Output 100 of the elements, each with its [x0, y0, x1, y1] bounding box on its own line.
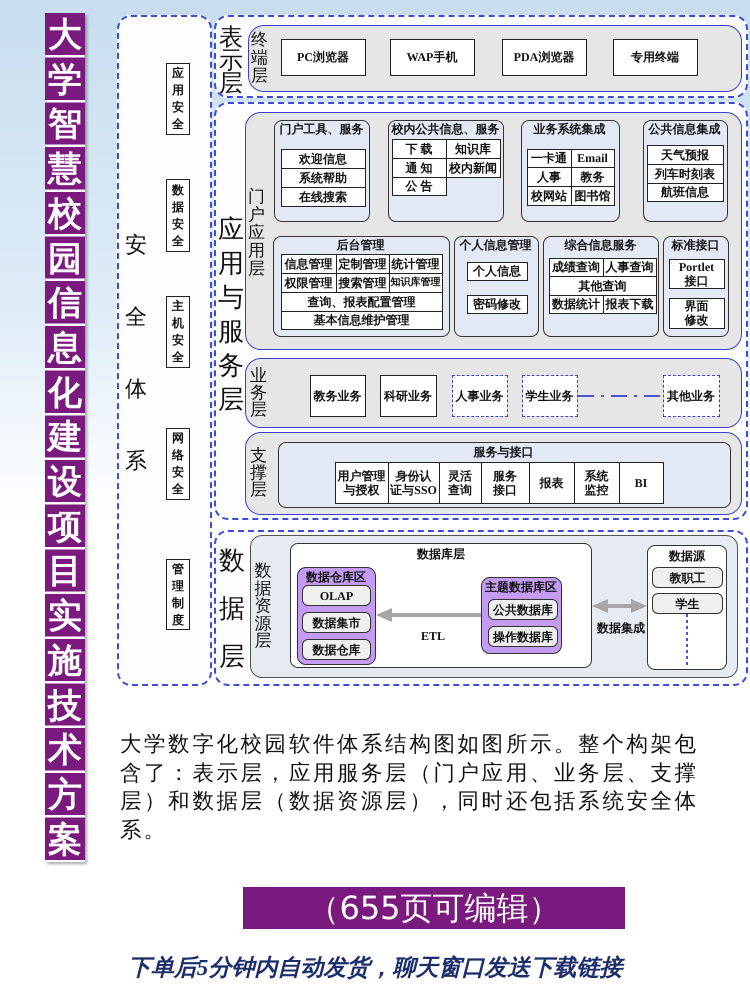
dashed-frame: [214, 15, 748, 98]
module-box: 科研业务: [380, 374, 436, 416]
panel-heading: 数据库层: [417, 547, 465, 561]
group-panel: [454, 236, 538, 336]
group-panel: [278, 442, 730, 508]
rounded-box: 数据集市: [302, 612, 371, 633]
group-panel: [290, 543, 592, 668]
panel-heading: 主题数据库区: [485, 580, 557, 594]
zone-panel: [297, 567, 376, 665]
rounded-box: 操作数据库: [488, 626, 558, 647]
module-box: 校网站: [526, 186, 572, 206]
dashed-frame: [214, 102, 748, 520]
rounded-box: OLAP: [302, 585, 371, 606]
module-box: 灵活查询: [438, 462, 482, 504]
title-banner: 大学智慧校园信息化建设项目实施技术方案: [45, 13, 85, 862]
module-box: 基本信息维护管理: [280, 310, 442, 330]
module-box: 报表下载: [602, 294, 656, 314]
group-panel: [642, 120, 728, 222]
panel-heading: 后台管理: [336, 238, 384, 252]
module-box: 通 知: [392, 158, 446, 178]
group-panel: [520, 120, 620, 222]
layer-heading: 业务层: [250, 366, 268, 418]
layer-heading: 终端层: [250, 30, 268, 84]
panel-heading: 标准接口: [672, 238, 720, 252]
module-box: 校内新闻: [446, 158, 500, 178]
group-panel: [274, 120, 370, 222]
module-box: 一卡通: [526, 148, 572, 168]
module-box: 其他业务: [662, 374, 720, 416]
module-box: 身份认证与SSO: [388, 462, 440, 504]
module-box: 个人信息: [466, 262, 528, 280]
module-box: 学生业务: [522, 374, 578, 416]
panel-heading: 校内公共信息、服务: [392, 122, 500, 136]
module-box: 知识库: [446, 138, 500, 158]
module-box: 应用安全: [166, 63, 190, 135]
module-box: 系统帮助: [280, 168, 366, 188]
dashed-line: [686, 614, 688, 668]
panel-heading: 个人信息管理: [460, 238, 532, 252]
module-box: Portlet接口: [668, 258, 724, 288]
dashed-frame: [214, 530, 748, 686]
layer-panel: [250, 535, 738, 678]
module-box: 专用终端: [612, 38, 698, 76]
module-box: 主机安全: [166, 296, 190, 368]
edge-label: 数据集成: [597, 621, 645, 635]
panel-heading: 服务与接口: [474, 444, 534, 458]
group-panel: [388, 120, 504, 222]
layer-heading: 数据层: [219, 545, 245, 673]
module-box: 天气预报: [646, 144, 724, 164]
layer-heading: 数据资源层: [254, 562, 272, 650]
panel-heading: 数据源: [669, 549, 705, 563]
dashed-line: [578, 395, 663, 397]
layer-heading: 应用与服务层: [218, 214, 244, 416]
module-box: BI: [618, 462, 664, 504]
rounded-box: 学生: [652, 593, 723, 614]
module-box: 下 载: [392, 138, 446, 158]
module-box: 用户管理与授权: [334, 462, 388, 504]
promo-banner: （655页可编辑）: [243, 887, 625, 929]
group-panel: [647, 545, 727, 670]
panel-heading: 数据仓库区: [306, 570, 366, 584]
group-panel: [662, 236, 728, 336]
module-box: 服务接口: [480, 462, 530, 504]
caption-text: 大学数字化校园软件体系结构图如图所示。整个构架包含了：表示层，应用服务层（门户应用、业务层、支撑层）和数据层（数据资源层），同时还包括系统安全体系。: [120, 731, 698, 844]
module-box: Email: [570, 148, 614, 168]
module-box: WAP手机: [390, 38, 474, 76]
module-box: 教务: [570, 166, 614, 186]
layer-panel: [248, 25, 742, 92]
panel-heading: 公共信息集成: [648, 122, 720, 136]
arrow: [376, 608, 481, 622]
module-box: 人事: [526, 166, 572, 186]
module-box: 统计管理: [388, 254, 442, 274]
module-box: 人事查询: [602, 258, 656, 276]
edge-label: ETL: [421, 629, 446, 643]
group-panel: [272, 236, 450, 336]
module-box: PDA浏览器: [502, 38, 586, 76]
module-box: 在线搜索: [280, 186, 366, 206]
layer-heading: 门户应用层: [248, 188, 266, 278]
module-box: 管理制度: [166, 559, 190, 630]
double-arrow: [592, 599, 647, 613]
layer-panel: [245, 112, 742, 350]
module-box: 网络安全: [166, 428, 190, 500]
layer-panel: [245, 432, 742, 515]
zone-panel: [481, 577, 562, 654]
rounded-box: 教职工: [652, 567, 723, 588]
module-box: 成绩查询: [548, 258, 604, 276]
module-box: 人事业务: [452, 374, 508, 416]
layer-heading: 表示层: [218, 27, 244, 96]
module-box: 搜索管理: [336, 272, 390, 292]
module-box: 系统监控: [574, 462, 620, 504]
module-box: PC浏览器: [280, 38, 366, 76]
module-box: 信息管理: [280, 254, 336, 274]
group-panel: [542, 236, 658, 336]
panel-heading: 门户工具、服务: [280, 122, 364, 136]
module-box: 公 告: [392, 176, 446, 196]
module-box: 数据统计: [548, 294, 604, 314]
module-box: 报表: [528, 462, 574, 504]
module-box: 界面修改: [668, 298, 724, 328]
layer-heading: 支撑层: [250, 446, 268, 498]
module-box: 密码修改: [466, 294, 528, 314]
panel-heading: 业务系统集成: [534, 122, 606, 136]
module-box: 权限管理: [280, 272, 336, 292]
layer-heading: 安全体系: [124, 231, 148, 475]
